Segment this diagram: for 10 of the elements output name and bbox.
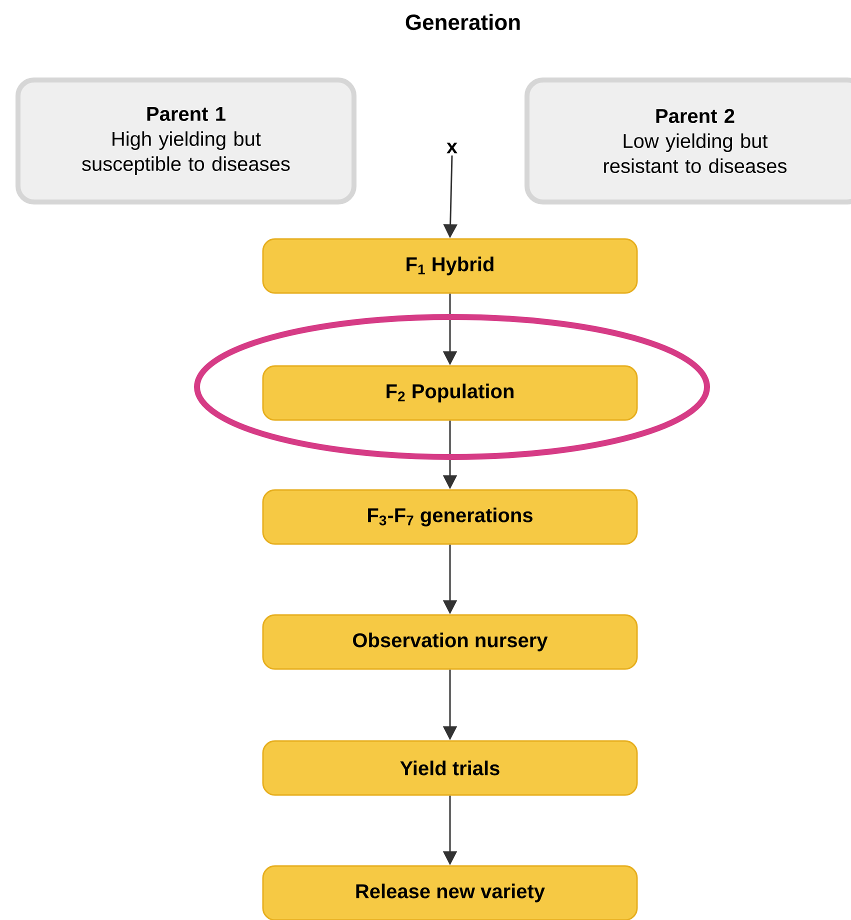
parent-box: Parent 1 High yielding but susceptible to diseases — [16, 77, 356, 204]
step-box: F$_{1}$ Hybrid — [262, 238, 638, 294]
step-box: Yield trials — [262, 740, 638, 796]
step-box: F$_{3}$-F$_{7}$ generations — [262, 489, 638, 545]
step-box: F$_{2}$ Population — [262, 365, 638, 421]
step-box: Release new variety — [262, 865, 638, 920]
cross-symbol: x — [446, 142, 458, 154]
parent-box: Parent 2 Low yielding but resistant to diseases — [524, 77, 851, 204]
step-box: Observation nursery — [262, 614, 638, 670]
title: Generation — [406, 14, 520, 30]
